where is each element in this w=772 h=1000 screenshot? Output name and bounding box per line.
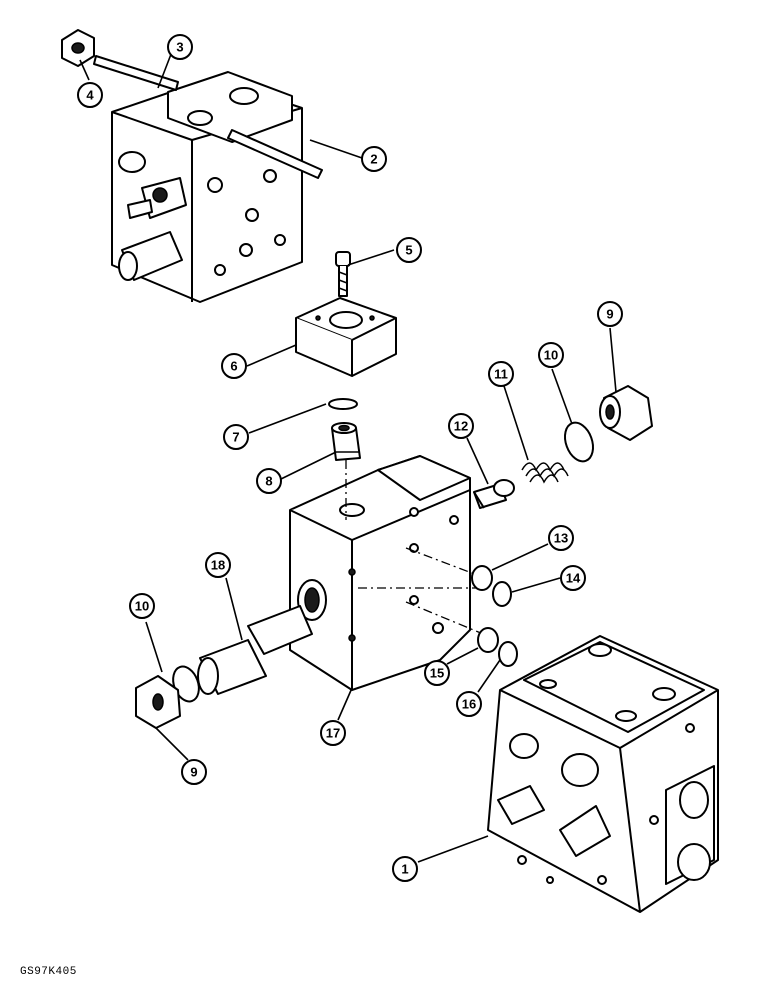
callout-label: 1 — [401, 862, 408, 877]
part-11-spring — [521, 462, 569, 484]
callout-12: 12 — [448, 413, 474, 439]
callout-10-lower: 10 — [129, 593, 155, 619]
callout-4: 4 — [77, 82, 103, 108]
callout-label: 10 — [544, 348, 558, 363]
callout-13: 13 — [548, 525, 574, 551]
part-7-o-ring — [328, 398, 358, 410]
callout-9-lower: 9 — [181, 759, 207, 785]
callout-6: 6 — [221, 353, 247, 379]
part-18-spool — [197, 605, 313, 695]
callout-label: 15 — [430, 666, 444, 681]
callout-label: 9 — [190, 765, 197, 780]
callout-label: 16 — [462, 697, 476, 712]
part-15-ring — [477, 627, 499, 653]
callout-label: 6 — [230, 359, 237, 374]
callout-1: 1 — [392, 856, 418, 882]
top-valve-housing — [61, 29, 323, 303]
part-13-ring — [471, 565, 493, 591]
callout-label: 17 — [326, 726, 340, 741]
callout-label: 2 — [370, 152, 377, 167]
callout-label: 9 — [606, 307, 613, 322]
callout-label: 3 — [176, 40, 183, 55]
callout-label: 7 — [232, 430, 239, 445]
callout-7: 7 — [223, 424, 249, 450]
callout-label: 4 — [86, 88, 94, 103]
callout-8: 8 — [256, 468, 282, 494]
part-9-plug-lower — [135, 675, 181, 729]
part-17-valve-block — [289, 455, 471, 691]
callout-label: 12 — [454, 419, 468, 434]
part-14-o-ring — [492, 581, 512, 607]
part-8-cap — [331, 422, 361, 461]
callout-14: 14 — [560, 565, 586, 591]
callout-label: 10 — [135, 599, 149, 614]
part-5-screw — [335, 251, 351, 297]
callout-11: 11 — [488, 361, 514, 387]
callout-label: 18 — [211, 558, 225, 573]
part-6-block — [295, 297, 397, 377]
figure-code: GS97K405 — [20, 966, 77, 978]
callout-18: 18 — [205, 552, 231, 578]
callout-10-upper: 10 — [538, 342, 564, 368]
callout-15: 15 — [424, 660, 450, 686]
callout-5: 5 — [396, 237, 422, 263]
callout-label: 13 — [554, 531, 568, 546]
callout-label: 11 — [494, 367, 508, 382]
part-10-o-ring-upper — [563, 421, 595, 463]
callout-label: 8 — [265, 474, 272, 489]
part-16-o-ring — [498, 641, 518, 667]
callout-16: 16 — [456, 691, 482, 717]
leader-lines — [79, 48, 617, 863]
callout-17: 17 — [320, 720, 346, 746]
part-12-poppet — [473, 479, 515, 509]
part-9-plug-upper — [599, 385, 653, 441]
callout-2: 2 — [361, 146, 387, 172]
callout-9-upper: 9 — [597, 301, 623, 327]
part-1-main-housing — [487, 635, 719, 913]
callout-label: 14 — [566, 571, 581, 586]
callout-3: 3 — [167, 34, 193, 60]
callout-label: 5 — [405, 243, 412, 258]
